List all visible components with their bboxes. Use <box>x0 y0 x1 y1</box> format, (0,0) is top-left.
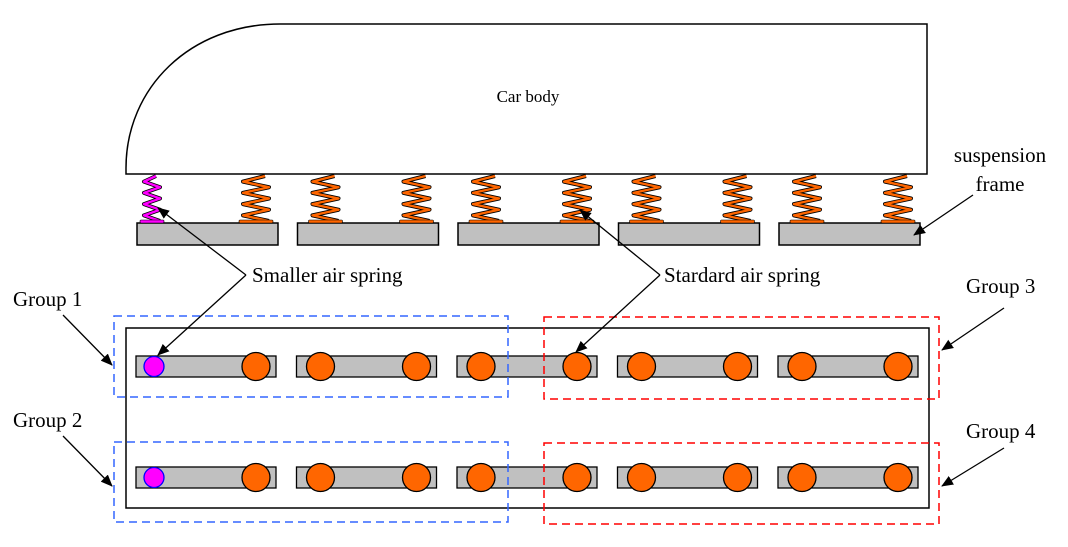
group4-arrow <box>941 447 1005 487</box>
plan-frame-bar <box>135 466 277 489</box>
group1-box <box>113 315 509 398</box>
suspension-frame <box>296 222 440 246</box>
standard-air-spring-side <box>880 174 916 224</box>
standard-air-spring-plan <box>305 462 336 493</box>
suspension-frame <box>778 222 921 246</box>
suspension-frame <box>136 222 279 246</box>
standard-air-spring-plan <box>466 351 496 382</box>
standard-air-spring-side <box>559 174 595 224</box>
standard-air-spring-plan <box>883 462 913 493</box>
group3-arrow <box>941 307 1005 351</box>
standard-air-spring-plan <box>562 462 592 493</box>
smaller-air-spring-side <box>139 174 165 224</box>
standard-air-spring-plan <box>241 462 271 493</box>
group1-label: Group 1 <box>13 287 82 311</box>
suspension-frame <box>617 222 761 246</box>
group3-label: Group 3 <box>966 274 1035 298</box>
standard-air-spring-plan <box>626 462 657 493</box>
standard-air-spring-plan <box>241 351 271 382</box>
smaller-air-spring-label: Smaller air spring <box>252 263 403 287</box>
standard-air-spring-plan <box>626 351 657 382</box>
standard-air-spring-side <box>399 174 434 224</box>
standard-air-spring-plan <box>722 462 753 493</box>
standard-air-spring-plan <box>401 351 432 382</box>
standard-air-spring-plan <box>883 351 913 382</box>
group2-arrow <box>62 435 113 487</box>
group2-box <box>113 441 509 523</box>
standard-air-spring-side <box>238 174 274 224</box>
standard-spring-leader-side <box>579 209 661 276</box>
standard-air-spring-side <box>308 174 343 224</box>
standard-air-spring-plan <box>305 351 336 382</box>
suspension-frame-arrow <box>913 194 974 236</box>
group1-arrow <box>62 314 113 366</box>
group3-box <box>543 316 940 400</box>
group4-box <box>543 442 940 525</box>
standard-air-spring-plan <box>722 351 753 382</box>
smaller-air-spring-plan <box>143 466 165 489</box>
side-view-frames <box>136 222 921 246</box>
standard-air-spring-side <box>789 174 825 224</box>
smaller-air-spring-plan <box>143 355 165 378</box>
standard-air-spring-label: Stardard air spring <box>664 263 821 287</box>
suspension-frame-label-line1: suspension <box>954 143 1047 167</box>
group4-label: Group 4 <box>966 419 1036 443</box>
smaller-spring-leader-plan <box>157 274 247 356</box>
car-body <box>125 23 928 175</box>
standard-air-spring-side <box>720 174 755 224</box>
standard-air-spring-plan <box>787 351 817 382</box>
smaller-spring-leader-side <box>157 207 247 276</box>
side-view-springs <box>139 174 916 224</box>
plan-view-springs <box>143 351 913 493</box>
standard-air-spring-plan <box>466 462 496 493</box>
standard-air-spring-plan <box>787 462 817 493</box>
suspension-frame <box>457 222 600 246</box>
group2-label: Group 2 <box>13 408 82 432</box>
standard-air-spring-side <box>468 174 504 224</box>
plan-frame-bar <box>135 355 277 378</box>
standard-air-spring-plan <box>562 351 592 382</box>
suspension-frame-label-line2: frame <box>976 172 1025 196</box>
standard-air-spring-plan <box>401 462 432 493</box>
standard-spring-leader-plan <box>575 274 661 353</box>
plan-outer-frame <box>125 327 930 509</box>
standard-air-spring-side <box>629 174 664 224</box>
car-body-label: Car body <box>497 87 560 106</box>
